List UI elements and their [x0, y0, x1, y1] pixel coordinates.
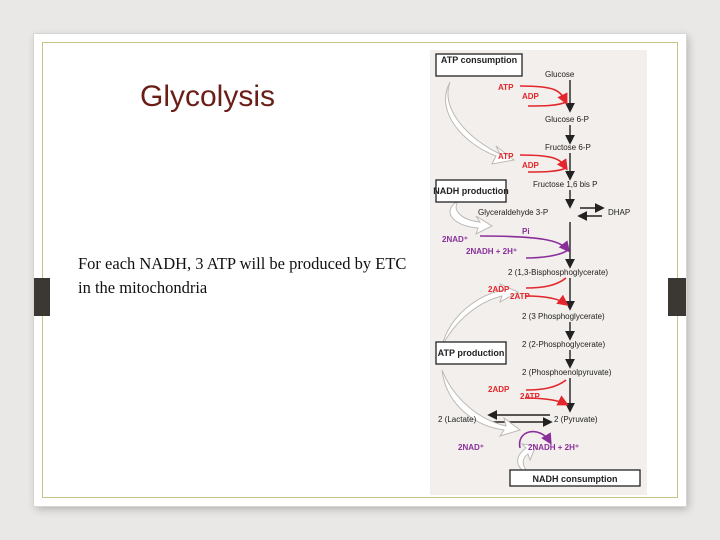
- slide-border: [42, 42, 678, 498]
- pg3-label: 2 (3 Phosphoglycerate): [522, 312, 605, 321]
- adp2-label: ADP: [522, 161, 540, 170]
- pi-label: Pi: [522, 227, 530, 236]
- callout-arrows: [441, 81, 537, 471]
- nadh-production-label: NADH production: [433, 186, 509, 196]
- atp1-label: ATP: [498, 83, 514, 92]
- pep-label: 2 (Phosphoenolpyruvate): [522, 368, 612, 377]
- atp-consumption-label: ATP consumption: [441, 55, 517, 65]
- atp4-label: 2ATP: [520, 392, 541, 401]
- nadh-consumption-box: [509, 469, 641, 487]
- lactate-label: 2 (Lactate): [438, 415, 477, 424]
- atp3-label: 2ATP: [510, 292, 531, 301]
- g3p-label: Glyceraldehyde 3-P: [478, 208, 548, 217]
- slide-title: Glycolysis: [140, 80, 276, 113]
- atp-production-box: [435, 341, 507, 365]
- nadh-production-box: [435, 179, 507, 203]
- nadh-consumption-label: NADH consumption: [533, 474, 618, 484]
- nad-in-label: 2NAD⁺: [442, 235, 468, 244]
- adp3-label: 2ADP: [488, 285, 510, 294]
- pg2-label: 2 (2-Phosphoglycerate): [522, 340, 605, 349]
- fructose16bp-label: Fructose 1,6 bis P: [533, 180, 597, 189]
- pathway-arrows: [487, 80, 605, 427]
- nad-curves: [479, 235, 571, 449]
- adp1-label: ADP: [522, 92, 540, 101]
- pyruvate-label: 2 (Pyruvate): [554, 415, 598, 424]
- bpg-label: 2 (1,3-Bisphosphoglycerate): [508, 268, 608, 277]
- nadh-out-label: 2NADH + 2H⁺: [466, 247, 517, 256]
- atp2-label: ATP: [498, 152, 514, 161]
- left-edge-tab: [34, 278, 50, 316]
- nadh-bottom-label: 2NADH + 2H⁺: [528, 443, 579, 452]
- adp4-label: 2ADP: [488, 385, 510, 394]
- nad-bottom-label: 2NAD⁺: [458, 443, 484, 452]
- glucose-label: Glucose: [545, 70, 575, 79]
- glycolysis-diagram: ATP consumption NADH production ATP prod…: [430, 50, 647, 495]
- fructose6p-label: Fructose 6-P: [545, 143, 591, 152]
- atp-production-label: ATP production: [438, 348, 505, 358]
- dhap-label: DHAP: [608, 208, 630, 217]
- atp-consumption-box: [435, 53, 523, 77]
- slide-body-text: For each NADH, 3 ATP will be produced by…: [78, 254, 407, 297]
- glucose6p-label: Glucose 6-P: [545, 115, 589, 124]
- right-edge-tab: [668, 278, 686, 316]
- atp-curves: [519, 85, 569, 406]
